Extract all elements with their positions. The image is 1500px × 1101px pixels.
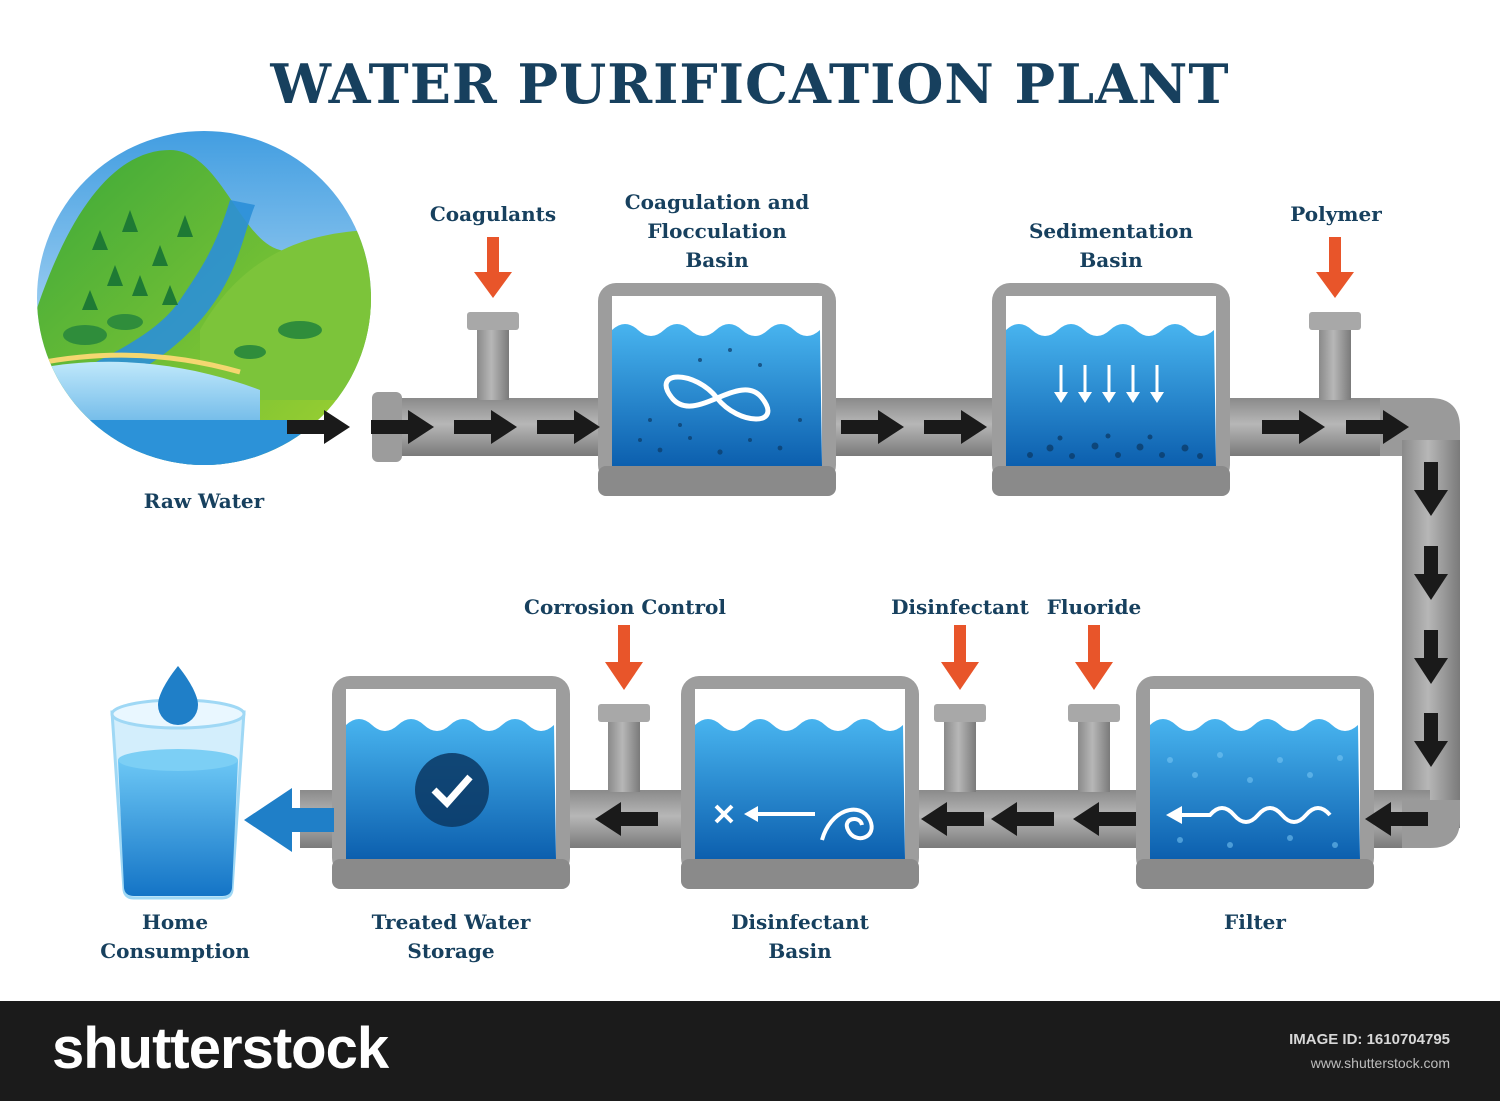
- coag-basin-line-1: Coagulation and: [624, 190, 810, 214]
- label-disinf-basin: Disinfectant Basin: [675, 908, 925, 966]
- input-pipes: [467, 312, 1361, 792]
- footer-bar: shutterstock IMAGE ID: 1610704795 www.sh…: [0, 1001, 1500, 1101]
- sed-basin-line-2: Basin: [1079, 248, 1143, 272]
- disinfectant-tank: [681, 676, 919, 889]
- coagulants-text: Coagulants: [429, 202, 557, 226]
- polymer-text: Polymer: [1290, 202, 1382, 226]
- label-filter: Filter: [1155, 908, 1355, 937]
- label-raw-water: Raw Water: [104, 487, 304, 516]
- purification-diagram: [37, 131, 1460, 900]
- disinf-basin-line-2: Basin: [768, 939, 832, 963]
- label-home: Home Consumption: [75, 908, 275, 966]
- storage-line-1: Treated Water: [371, 910, 531, 934]
- storage-line-2: Storage: [407, 939, 495, 963]
- coagulation-tank: [598, 283, 836, 496]
- label-storage: Treated Water Storage: [326, 908, 576, 966]
- sed-basin-line-1: Sedimentation: [1028, 219, 1194, 243]
- filter-text: Filter: [1224, 910, 1286, 934]
- corrosion-text: Corrosion Control: [524, 595, 726, 619]
- fluoride-arrow: [1075, 625, 1113, 690]
- coag-basin-line-3: Basin: [685, 248, 749, 272]
- filter-tank: [1136, 676, 1374, 889]
- site-url: www.shutterstock.com: [1310, 1055, 1450, 1071]
- coagulants-arrow: [474, 237, 512, 298]
- output-arrow: [244, 788, 334, 852]
- label-coagulants: Coagulants: [393, 200, 593, 229]
- label-coag-basin: Coagulation and Flocculation Basin: [567, 188, 867, 275]
- water-drop-icon: [158, 666, 198, 725]
- disinfectant-text: Disinfectant: [891, 595, 1029, 619]
- water-glass: [110, 666, 246, 900]
- corrosion-arrow: [605, 625, 643, 690]
- disinfectant-arrow: [941, 625, 979, 690]
- home-line-2: Consumption: [100, 939, 250, 963]
- fluoride-text: Fluoride: [1046, 595, 1142, 619]
- page-title: WATER PURIFICATION PLANT: [270, 52, 1230, 116]
- raw-water-text: Raw Water: [143, 489, 265, 513]
- storage-tank: [332, 676, 570, 889]
- disinf-basin-line-1: Disinfectant: [731, 910, 869, 934]
- image-id: IMAGE ID: 1610704795: [1289, 1031, 1450, 1048]
- label-sed-basin: Sedimentation Basin: [961, 217, 1261, 275]
- flow-arrows: [287, 410, 1448, 836]
- polymer-arrow: [1316, 237, 1354, 298]
- coag-basin-line-2: Flocculation: [647, 219, 787, 243]
- label-fluoride: Fluoride: [1014, 593, 1174, 622]
- home-line-1: Home: [141, 910, 209, 934]
- label-disinfectant: Disinfectant: [860, 593, 1060, 622]
- input-arrows: [474, 237, 1354, 690]
- label-polymer: Polymer: [1236, 200, 1436, 229]
- sedimentation-tank: [992, 283, 1230, 496]
- label-corrosion-control: Corrosion Control: [475, 593, 775, 622]
- brand-logo: shutterstock: [52, 1016, 389, 1081]
- checkmark-icon: [415, 753, 489, 827]
